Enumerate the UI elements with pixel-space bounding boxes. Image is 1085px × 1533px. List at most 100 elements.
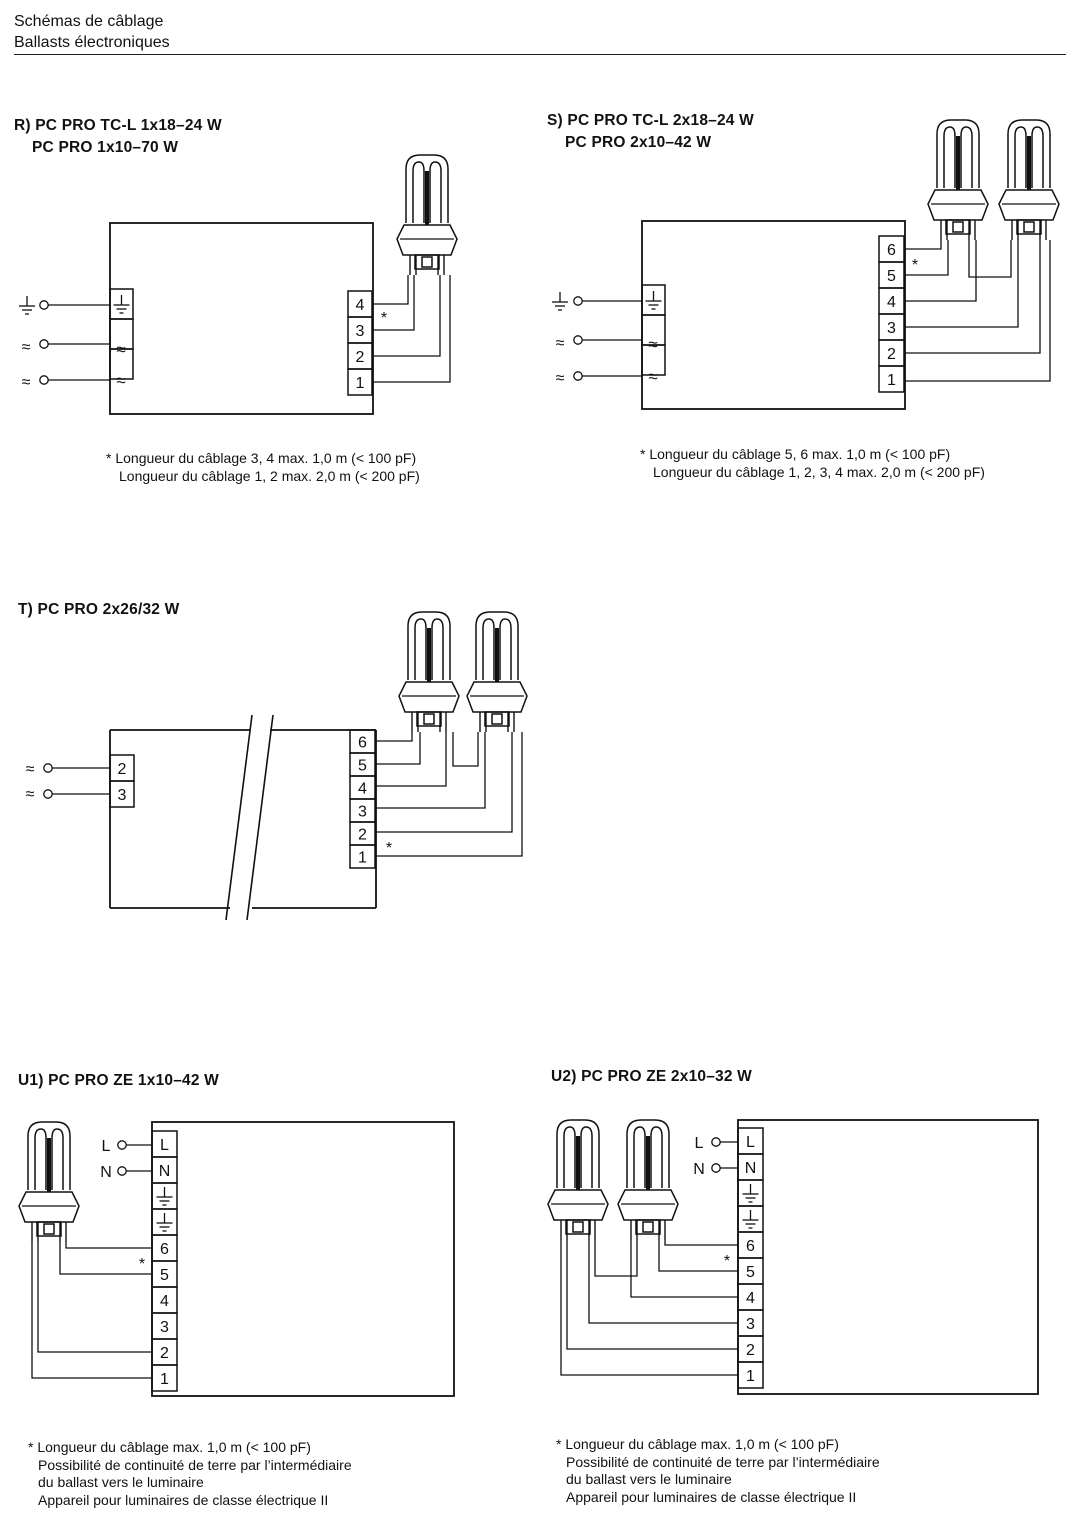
output-terminal-label: 3 [746, 1316, 755, 1333]
wire-3 [588, 1240, 738, 1324]
wire-6 [664, 1240, 738, 1246]
output-terminal-label: 1 [358, 849, 367, 866]
input-terminal-circle [573, 371, 583, 381]
lamp-tube-inner [563, 1126, 576, 1188]
lamp-socket-key [43, 1223, 55, 1235]
output-terminal-label: 2 [160, 1345, 169, 1362]
lamp-socket [565, 1219, 591, 1235]
input-terminal-circle [43, 789, 53, 799]
lamp-tube-inner [414, 618, 427, 680]
wire-6 [904, 240, 942, 250]
lamp-tube-inner [499, 618, 512, 680]
lamp-tube-inner [429, 161, 442, 223]
wire-6 [65, 1242, 152, 1249]
output-terminal-cell [878, 365, 905, 393]
lamp-base [927, 189, 989, 221]
output-terminal-label: 6 [887, 242, 896, 259]
output-terminal-label: 1 [160, 1371, 169, 1388]
wire-1 [904, 240, 1051, 382]
lamp-base [18, 1191, 80, 1223]
lamp-tube-inner [960, 126, 973, 188]
star-marker: * [386, 840, 392, 857]
input-terminal-circle [43, 763, 53, 773]
output-terminal-label: 3 [160, 1319, 169, 1336]
neutral-label: N [100, 1164, 112, 1181]
wire-5 [658, 1240, 738, 1272]
diagram-s-title-line2: PC PRO 2x10–42 W [565, 134, 712, 151]
output-terminal-label: 5 [358, 757, 367, 774]
input-terminal-circle [117, 1166, 127, 1176]
break-line [225, 714, 253, 921]
ballast-box [641, 220, 906, 410]
phase-label: L [102, 1138, 111, 1155]
lamp-tube-inner [580, 1126, 593, 1188]
star-marker: * [381, 310, 387, 327]
wire-4 [630, 1240, 738, 1298]
lamp-tube-inner [431, 618, 444, 680]
ac-symbol: ≈ [556, 370, 565, 387]
output-terminal-label: 4 [356, 297, 365, 314]
diagram-u2-note-line: * Longueur du câblage max. 1,0 m (< 100 … [556, 1436, 839, 1452]
wire-1 [372, 275, 451, 383]
diagram-s-title: S) PC PRO TC-L 2x18–24 W PC PRO 2x10–42 … [547, 110, 754, 154]
output-terminal-label: 2 [887, 346, 896, 363]
diagram-r-note-line: Longueur du câblage 1, 2 max. 2,0 m (< 2… [119, 467, 420, 484]
diagram-r-note: * Longueur du câblage 3, 4 max. 1,0 m (<… [106, 450, 420, 485]
lamp-icon [998, 119, 1060, 240]
input-terminal-circle [117, 1140, 127, 1150]
input-terminal-label: N [745, 1160, 757, 1177]
diagram-u1-note-line: Possibilité de continuité de terre par l… [38, 1456, 352, 1473]
ac-symbol: ≈ [648, 367, 657, 386]
lamp-tube-outer [405, 154, 449, 223]
lamp-tube-inner [482, 618, 495, 680]
lamp-tube-inner [650, 1126, 663, 1188]
lamp-socket-key [952, 221, 964, 233]
star-marker: * [912, 257, 918, 274]
ground-icon [742, 1210, 759, 1229]
wire-1 [375, 732, 523, 857]
wire-bridge [452, 732, 479, 767]
ground-icon [552, 292, 568, 311]
wire-2 [566, 1240, 738, 1350]
output-terminal-label: 3 [358, 803, 367, 820]
lamp-socket [414, 254, 440, 270]
diagram-u2-title: U2) PC PRO ZE 2x10–32 W [551, 1066, 752, 1088]
lamp-socket-key [423, 713, 435, 725]
output-terminal-label: 6 [746, 1238, 755, 1255]
lamp-icon [396, 154, 458, 275]
diagram-u2-note-line: du ballast vers le luminaire [566, 1471, 732, 1487]
diagram-u1-note-line: Appareil pour luminaires de classe élect… [38, 1491, 329, 1508]
output-terminal-label: 4 [358, 780, 367, 797]
diagram-t-title: T) PC PRO 2x26/32 W [18, 599, 179, 621]
diagram-s-note: * Longueur du câblage 5, 6 max. 1,0 m (<… [640, 446, 985, 481]
diagram-s-note-line: Longueur du câblage 1, 2, 3, 4 max. 2,0 … [653, 463, 985, 480]
lamp-socket-key [421, 256, 433, 268]
output-terminal-label: 2 [358, 826, 367, 843]
neutral-label: N [693, 1161, 705, 1178]
wire-6 [375, 732, 413, 742]
lamp-socket [945, 219, 971, 235]
ac-symbol: ≈ [26, 786, 35, 803]
lamp-socket-key [1023, 221, 1035, 233]
diagram-r-title-line1: R) PC PRO TC-L 1x18–24 W [14, 117, 222, 134]
wire-5 [59, 1242, 152, 1275]
wire-3 [372, 275, 415, 331]
ac-symbol: ≈ [116, 371, 125, 390]
lamp-icon [547, 1119, 609, 1240]
wire-1 [31, 1242, 152, 1379]
output-terminal-label: 1 [356, 375, 365, 392]
lamp-icon [398, 611, 460, 732]
wire-bridge [594, 1240, 638, 1277]
ac-symbol: ≈ [26, 761, 35, 778]
input-terminal-circle [711, 1163, 721, 1173]
ground-icon [742, 1184, 759, 1203]
wire-2 [904, 240, 1041, 354]
page-header-line1: Schémas de câblage [14, 13, 164, 30]
lamp-base [466, 681, 528, 713]
diagram-u2-note: * Longueur du câblage max. 1,0 m (< 100 … [556, 1436, 880, 1506]
diagram-u1-title-line1: U1) PC PRO ZE 1x10–42 W [18, 1072, 220, 1089]
ground-icon [19, 296, 35, 315]
output-terminal-label: 4 [746, 1290, 755, 1307]
